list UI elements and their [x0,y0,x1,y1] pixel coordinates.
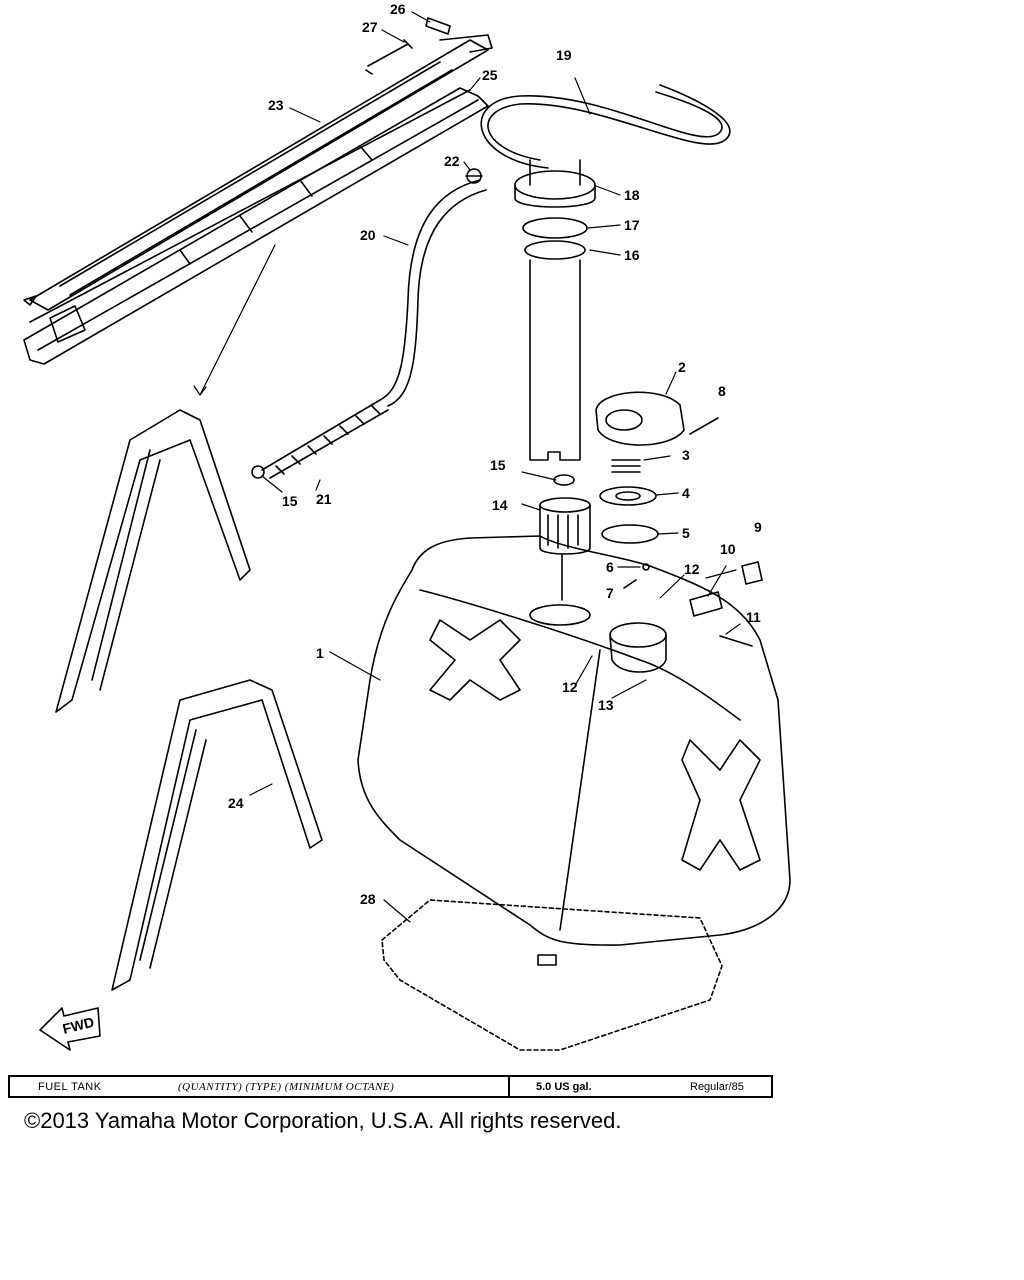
callout-22: 22 [444,153,460,169]
callout-13: 13 [598,697,614,713]
part-17-o-ring [522,217,588,239]
part-7-screw [623,579,637,589]
callout-3: 3 [682,447,690,463]
part-18-cap [514,159,596,208]
callout-12-upper: 12 [684,561,700,577]
callout-9: 9 [754,519,762,535]
part-22-fitting [465,168,483,184]
part-9-cap [741,561,763,585]
part-11-pin [719,635,753,647]
fwd-label: FWD [61,1014,96,1037]
leader-lines [193,11,741,923]
callout-24: 24 [228,795,244,811]
part-4-gauge-plate [599,486,657,506]
part-25-tube [23,87,489,365]
part-1-fuel-tank [357,535,791,946]
callout-11: 11 [746,609,761,625]
part-27-bolt [365,39,413,75]
callout-14: 14 [492,497,508,513]
callout-27: 27 [362,19,378,35]
callout-28: 28 [360,891,376,907]
callout-10: 10 [720,541,736,557]
part-24-strap-rear [111,679,323,991]
part-8-screw [689,417,719,435]
spec-divider [508,1077,510,1096]
part-3-spring [611,459,641,473]
callout-6: 6 [606,559,614,575]
callout-15-upper: 15 [490,457,506,473]
part-24-strap-front [55,409,251,713]
callout-8: 8 [718,383,726,399]
filler-tube [529,259,581,461]
part-26-clip [425,17,451,35]
part-5-gasket [601,524,659,544]
callout-16: 16 [624,247,640,263]
part-15-hose-clamp [251,465,265,479]
part-15-clip-upper [553,474,575,486]
callout-18: 18 [624,187,640,203]
part-14-filter [539,497,591,601]
callout-17: 17 [624,217,640,233]
part-19-breather-hose [480,84,731,169]
callout-labels: 1 2 3 4 5 6 7 8 9 10 11 12 12 13 14 15 1… [61,1,762,1037]
callout-1: 1 [316,645,324,661]
part-16-gasket [524,240,586,260]
callout-7: 7 [606,585,614,601]
spec-name: FUEL TANK [38,1080,102,1093]
callout-26: 26 [390,1,406,17]
part-2-gauge-cover [595,391,685,446]
part-28-base-mat [381,899,723,1051]
part-20-fuel-hose [379,179,487,407]
fuel-spec-table: FUEL TANK (QUANTITY) (TYPE) (MINIMUM OCT… [8,1075,773,1098]
spec-type: Regular/85 [690,1080,744,1093]
fuel-tank-exploded-diagram: 1 2 3 4 5 6 7 8 9 10 11 12 12 13 14 15 1… [23,1,791,1051]
spec-note: (QUANTITY) (TYPE) (MINIMUM OCTANE) [178,1080,395,1093]
callout-19: 19 [556,47,572,63]
callout-21: 21 [316,491,332,507]
callout-5: 5 [682,525,690,541]
callout-12-lower: 12 [562,679,578,695]
callout-2: 2 [678,359,686,375]
callout-15-lower: 15 [282,493,298,509]
callout-20: 20 [360,227,376,243]
callout-4: 4 [682,485,690,501]
copyright-notice: ©2013 Yamaha Motor Corporation, U.S.A. A… [24,1108,622,1133]
part-21-spring-guard [261,399,389,479]
fwd-arrow-icon [39,1007,101,1051]
callout-25: 25 [482,67,498,83]
callout-23: 23 [268,97,284,113]
part-23-strap [23,34,493,311]
spec-quantity: 5.0 US gal. [536,1080,592,1093]
